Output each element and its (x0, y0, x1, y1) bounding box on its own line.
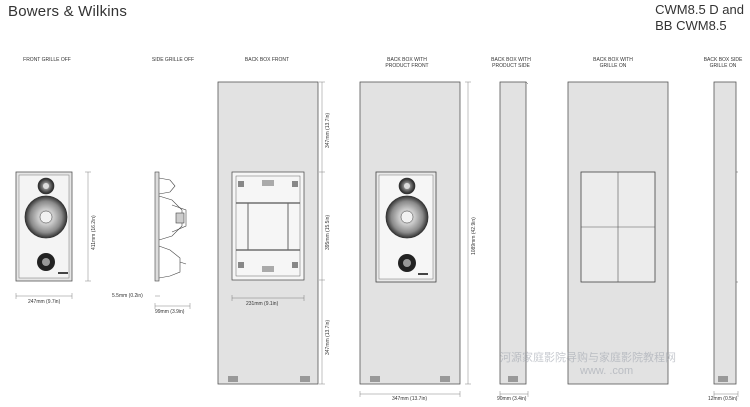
dim-backbox-mid: 395mm (15.5in) (325, 214, 331, 250)
back-box-dimension-lines (231, 81, 325, 385)
dim-backbox-bottom: 347mm (13.7in) (325, 319, 331, 355)
model-line-1: CWM8.5 D and (655, 2, 744, 17)
dim-backbox-top: 347mm (13.7in) (325, 112, 331, 148)
dim-backbox-inner-width: 231mm (9.1in) (246, 301, 279, 307)
dim-side-depth: 99mm (3.9in) (155, 309, 185, 315)
dim-backbox-total-height: 1089mm (42.9in) (471, 217, 477, 255)
side-speaker-drawing (154, 171, 187, 282)
view-label-back-box-product-front: BACK BOX WITH PRODUCT FRONT (385, 57, 429, 69)
back-box-front-drawing (217, 81, 319, 385)
watermark-line-2: www. .com (580, 365, 634, 377)
watermark-line-1: 河源家庭影院导购与家庭影院教程网 (500, 352, 676, 364)
brand-logo: Bowers & Wilkins (8, 3, 128, 20)
view-label-side-grille-off: SIDE GRILLE OFF (151, 57, 195, 63)
view-label-back-box-product-side: BACK BOX WITH PRODUCT SIDE (491, 57, 531, 69)
dim-front-height: 411mm (16.2in) (91, 215, 97, 250)
view-label-back-box-front: BACK BOX FRONT (244, 57, 290, 63)
back-box-product-front-drawing (359, 81, 461, 385)
grille-side-dimension-lines (713, 391, 739, 397)
view-label-back-box-grille-on: BACK BOX WITH GRILLE ON (593, 57, 633, 69)
view-label-back-box-side-grille-on: BACK BOX SIDE GRILLE ON (703, 57, 743, 69)
back-box-side-dimension-lines (499, 391, 529, 397)
dim-side-protrusion: 5.5mm (0.2in) (112, 293, 143, 299)
dim-backbox-side-depth: 90mm (3.4in) (497, 396, 527, 402)
view-label-front-grille-off: FRONT GRILLE OFF (23, 57, 71, 63)
model-title: CWM8.5 D and BB CWM8.5 (655, 2, 744, 34)
back-box-product-dimension-lines (359, 81, 471, 397)
side-dimension-lines (154, 295, 191, 309)
back-box-grille-on-drawing (567, 81, 669, 385)
model-line-2: BB CWM8.5 (655, 18, 727, 33)
front-dimension-lines (15, 171, 91, 299)
back-box-side-grille-on-drawing (713, 81, 738, 385)
back-box-product-side-drawing (499, 81, 529, 385)
dim-backbox-width: 347mm (13.7in) (392, 396, 428, 402)
dim-front-width: 247mm (9.7in) (28, 299, 61, 305)
dim-grille-side-depth: 12mm (0.5in) (708, 396, 738, 402)
front-speaker-drawing (15, 171, 73, 282)
